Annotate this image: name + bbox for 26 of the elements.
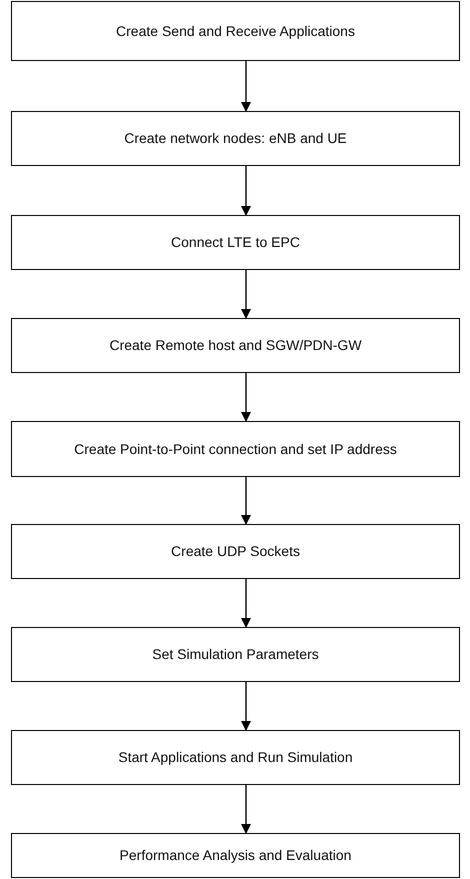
step-label: Create network nodes: eNB and UE <box>124 129 347 148</box>
step-label: Performance Analysis and Evaluation <box>120 846 352 865</box>
step-label: Create Send and Receive Applications <box>116 22 355 40</box>
step-label: Create Remote host and SGW/PDN-GW <box>109 336 362 355</box>
arrow <box>241 477 251 525</box>
process-box <box>11 627 460 682</box>
process-box <box>11 111 460 166</box>
step-label: Connect LTE to EPC <box>171 233 300 252</box>
process-box <box>11 524 460 579</box>
process-box <box>11 318 460 373</box>
process-box <box>11 730 460 785</box>
arrow <box>241 785 251 834</box>
arrow <box>241 166 251 216</box>
step-label: Start Applications and Run Simulation <box>118 748 353 767</box>
process-box <box>11 833 460 878</box>
process-box <box>11 1 460 61</box>
arrow <box>241 61 251 112</box>
process-box <box>11 421 460 477</box>
process-box <box>11 215 460 270</box>
arrow <box>241 682 251 731</box>
arrow <box>241 579 251 628</box>
arrow <box>241 270 251 319</box>
step-label: Create Point-to-Point connection and set IP address <box>74 440 397 458</box>
step-label: Create UDP Sockets <box>171 542 300 561</box>
arrow <box>241 373 251 422</box>
step-label: Set Simulation Parameters <box>152 645 319 664</box>
